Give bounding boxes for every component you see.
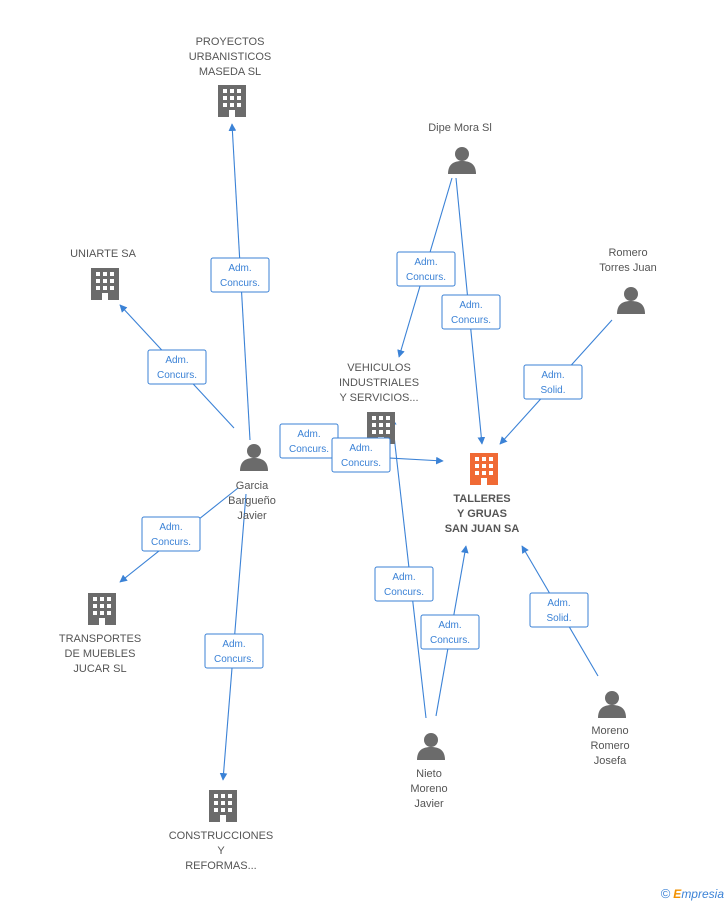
edge-label-text: Adm. <box>159 522 182 533</box>
edge-label-nieto-to-talleres[interactable]: Adm. Concurs. <box>420 614 480 650</box>
edge-label-dipe-to-vehiculos[interactable]: Adm. Concurs. <box>396 251 456 287</box>
edge-label-text: Adm. <box>165 355 188 366</box>
edge-label-text: Adm. <box>541 370 564 381</box>
node-label: Torres Juan <box>599 262 656 274</box>
node-label: UNIARTE SA <box>70 248 136 260</box>
building-icon <box>88 593 116 625</box>
edge-label-text: Adm. <box>414 257 437 268</box>
person-icon <box>240 444 268 471</box>
node-label: Nieto <box>416 768 442 780</box>
person-icon <box>598 691 626 718</box>
node-talleres[interactable]: TALLERES Y GRUAS SAN JUAN SA <box>445 453 520 535</box>
edge-label-text: Concurs. <box>451 315 491 326</box>
node-label: TRANSPORTES <box>59 633 141 645</box>
edge-label-text: Concurs. <box>220 278 260 289</box>
edge-label-text: Concurs. <box>214 654 254 665</box>
edge-label-dipe-to-talleres[interactable]: Adm. Concurs. <box>441 294 501 330</box>
node-label: Dipe Mora Sl <box>428 122 492 134</box>
edge-label-text: Adm. <box>459 300 482 311</box>
edge-label-moreno-to-talleres[interactable]: Adm. Solid. <box>529 592 589 628</box>
edge-label-text: Adm. <box>222 639 245 650</box>
node-vehiculos[interactable]: VEHICULOS INDUSTRIALES Y SERVICIOS... <box>339 362 419 444</box>
person-icon <box>417 733 445 760</box>
building-icon <box>218 85 246 117</box>
node-label: Bargueño <box>228 495 276 507</box>
node-label: PROYECTOS <box>196 36 265 48</box>
node-label: Moreno <box>591 725 628 737</box>
edge-label-romero-to-talleres[interactable]: Adm. Solid. <box>523 364 583 400</box>
edge-label-garcia-to-talleres-overlap[interactable]: Adm. Concurs. <box>331 437 391 473</box>
node-label: Javier <box>237 510 267 522</box>
person-icon <box>617 287 645 314</box>
node-label: CONSTRUCCIONES <box>169 830 274 842</box>
edge-label-text: Concurs. <box>151 537 191 548</box>
edge-label-garcia-to-talleres[interactable]: Adm. Concurs. <box>279 423 339 459</box>
edge-label-text: Adm. <box>228 263 251 274</box>
node-construcciones[interactable]: CONSTRUCCIONES Y REFORMAS... <box>169 790 274 872</box>
edge-label-text: Adm. <box>349 443 372 454</box>
node-uniarte[interactable]: UNIARTE SA <box>70 248 137 300</box>
node-transportes[interactable]: TRANSPORTES DE MUEBLES JUCAR SL <box>59 593 141 675</box>
person-icon <box>448 147 476 174</box>
node-label: Y <box>217 845 225 857</box>
edge-label-text: Concurs. <box>341 458 381 469</box>
edge-label-text: Adm. <box>547 598 570 609</box>
edge-label-garcia-to-proyectos[interactable]: Adm. Concurs. <box>210 257 270 293</box>
edge-label-text: Adm. <box>438 620 461 631</box>
node-label: MASEDA SL <box>199 66 261 78</box>
edge-label-text: Solid. <box>546 613 571 624</box>
edge-label-text: Concurs. <box>384 587 424 598</box>
node-label: Garcia <box>236 480 269 492</box>
edge-label-text: Concurs. <box>406 272 446 283</box>
edge-label-text: Adm. <box>297 429 320 440</box>
building-icon <box>209 790 237 822</box>
edge-label-garcia-to-transportes[interactable]: Adm. Concurs. <box>141 516 201 552</box>
node-proyectos[interactable]: PROYECTOS URBANISTICOS MASEDA SL <box>189 36 272 117</box>
copyright-icon: © <box>660 886 671 901</box>
node-label: URBANISTICOS <box>189 51 272 63</box>
node-label: SAN JUAN SA <box>445 523 520 535</box>
edge-label-text: Concurs. <box>289 444 329 455</box>
node-label: Javier <box>414 798 444 810</box>
brand-logo: Empresia <box>673 886 724 901</box>
edge-label-text: Solid. <box>540 385 565 396</box>
node-label: INDUSTRIALES <box>339 377 419 389</box>
node-label: Josefa <box>594 755 627 767</box>
edge-label-garcia-to-uniarte[interactable]: Adm. Concurs. <box>147 349 207 385</box>
edge-label-garcia-to-construcciones[interactable]: Adm. Concurs. <box>204 633 264 669</box>
node-label: TALLERES <box>453 493 510 505</box>
node-label: VEHICULOS <box>347 362 411 374</box>
edge-label-text: Concurs. <box>157 370 197 381</box>
brand-footer: © Empresia <box>661 886 724 901</box>
edge-label-text: Adm. <box>392 572 415 583</box>
building-icon <box>470 453 498 485</box>
node-label: Moreno <box>410 783 447 795</box>
node-label: Y SERVICIOS... <box>339 392 418 404</box>
node-dipe[interactable]: Dipe Mora Sl <box>428 122 492 174</box>
building-icon <box>91 268 119 300</box>
edge-label-nieto-to-vehiculos[interactable]: Adm. Concurs. <box>374 566 434 602</box>
node-label: DE MUEBLES <box>65 648 136 660</box>
edge-label-text: Concurs. <box>430 635 470 646</box>
node-label: Romero <box>590 740 629 752</box>
node-label: REFORMAS... <box>185 860 257 872</box>
node-label: JUCAR SL <box>73 663 126 675</box>
node-label: Romero <box>608 247 647 259</box>
node-label: Y GRUAS <box>457 508 507 520</box>
